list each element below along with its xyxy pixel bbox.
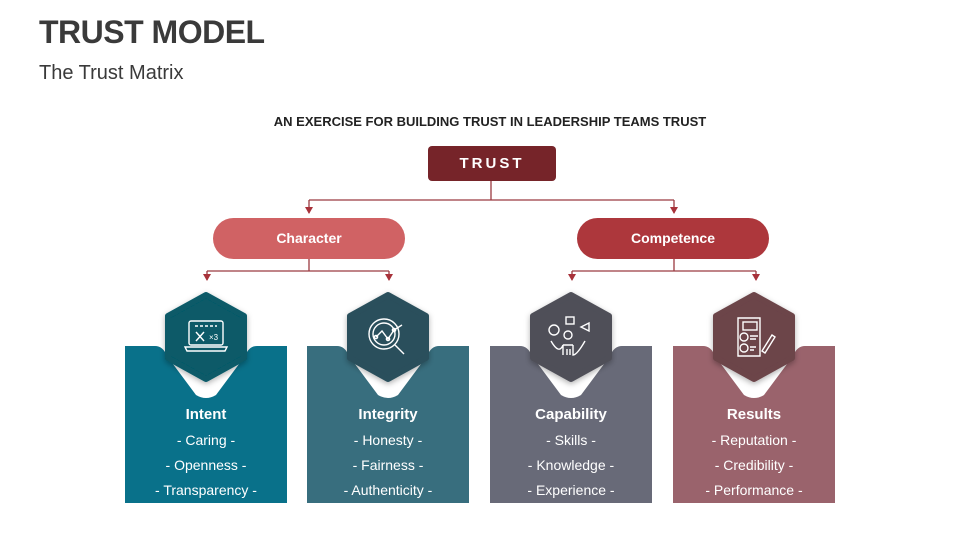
trust-label: TRUST [459, 155, 525, 172]
card-results: Results - Reputation - - Credibility - -… [673, 404, 835, 503]
card-background [307, 346, 469, 503]
connector-root [309, 181, 674, 201]
hexagon-badge [165, 292, 247, 382]
magnifier-chart-icon [368, 318, 405, 355]
svg-text:×3: ×3 [209, 333, 219, 342]
card-item: - Openness - [165, 457, 247, 473]
laptop-math-icon: ×3 [183, 320, 229, 352]
card-item: - Fairness - [352, 457, 424, 473]
connector-competence-split [572, 259, 756, 272]
character-label: Character [276, 230, 342, 246]
card-intent: Intent - Caring - - Openness - - Transpa… [125, 404, 287, 503]
card-item: - Performance - [705, 482, 803, 498]
card-item: - Reputation - [711, 432, 797, 448]
checklist-pencil-icon [737, 317, 776, 357]
diagram-heading: AN EXERCISE FOR BUILDING TRUST IN LEADER… [273, 114, 707, 129]
card-item: - Skills - [546, 432, 596, 448]
card-title: Results [726, 406, 782, 423]
card-title: Integrity [358, 406, 418, 423]
card-title: Intent [185, 406, 227, 423]
hexagon-badge [713, 292, 795, 382]
card-item: - Honesty - [353, 432, 423, 448]
card-item: - Authenticity - [343, 482, 433, 498]
card-title: Capability [535, 406, 607, 423]
connectors [203, 181, 760, 281]
character-pill [213, 218, 405, 259]
card-item: - Knowledge - [527, 457, 615, 473]
card-capability: Capability - Skills - - Knowledge - - Ex… [490, 404, 652, 503]
trust-box [428, 146, 556, 181]
card-item: - Transparency - [155, 482, 257, 498]
card-background [125, 346, 287, 503]
card-background [673, 346, 835, 503]
card-item: - Credibility - [714, 457, 794, 473]
card-item: - Experience - [527, 482, 615, 498]
card-integrity: Integrity - Honesty - - Fairness - - Aut… [307, 404, 469, 503]
competence-label: Competence [630, 230, 716, 246]
page-subtitle: The Trust Matrix [39, 62, 184, 84]
card-background [490, 346, 652, 503]
page-title: TRUST MODEL [39, 14, 265, 50]
person-juggling-icon [548, 316, 590, 356]
card-item: - Caring - [176, 432, 236, 448]
connector-character-split [207, 259, 389, 272]
competence-pill [577, 218, 769, 259]
